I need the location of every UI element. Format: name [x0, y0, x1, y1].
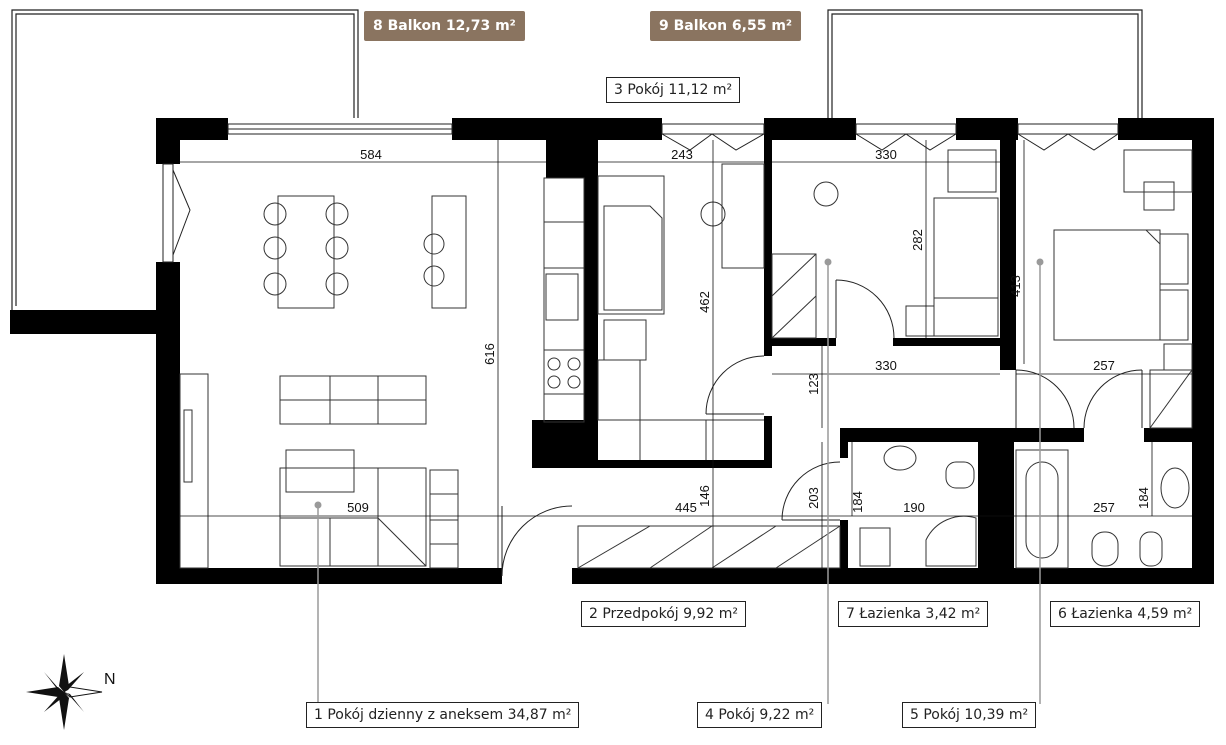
dim-413: 413 — [1008, 275, 1023, 297]
dim-203: 203 — [806, 487, 821, 509]
furniture — [179, 149, 1193, 569]
doors — [501, 279, 1143, 577]
compass-north-label: N — [104, 671, 116, 688]
dim-123: 123 — [806, 373, 821, 395]
dim-257-bottom: 257 — [1093, 500, 1115, 515]
dim-146: 146 — [697, 485, 712, 507]
room-1-label: 1 Pokój dzienny z aneksem 34,87 m² — [306, 702, 580, 728]
dim-616: 616 — [482, 343, 497, 365]
dim-584: 584 — [360, 147, 382, 162]
dim-330-mid: 330 — [875, 358, 897, 373]
dimension-labels: 584 243 330 330 257 509 445 190 257 616 … — [347, 147, 1151, 515]
room-6-label: 6 Łazienka 4,59 m² — [1050, 601, 1201, 627]
room-4-label: 4 Pokój 9,22 m² — [697, 702, 823, 728]
balcony-8-outline — [11, 9, 359, 310]
room-7-label: 7 Łazienka 3,42 m² — [838, 601, 989, 627]
leader-dots — [314, 258, 1044, 509]
dimension-lines — [180, 140, 1192, 568]
balcony-9-badge: 9 Balkon 6,55 m² — [650, 11, 802, 41]
room-5-label: 5 Pokój 10,39 m² — [902, 702, 1037, 728]
dim-509: 509 — [347, 500, 369, 515]
dim-184-left: 184 — [850, 491, 865, 513]
walls — [10, 118, 1214, 584]
dim-445: 445 — [675, 500, 697, 515]
dim-184-right: 184 — [1136, 487, 1151, 509]
dim-257-top: 257 — [1093, 358, 1115, 373]
dim-282: 282 — [910, 229, 925, 251]
dim-462: 462 — [697, 291, 712, 313]
room-3-label: 3 Pokój 11,12 m² — [606, 77, 741, 103]
dim-243: 243 — [671, 147, 693, 162]
windows — [162, 123, 1119, 263]
dim-330-top: 330 — [875, 147, 897, 162]
balcony-8-badge: 8 Balkon 12,73 m² — [364, 11, 525, 41]
room-2-label: 2 Przedpokój 9,92 m² — [581, 601, 746, 627]
leader-lines — [317, 262, 1041, 704]
compass-rose-icon — [26, 654, 103, 730]
dim-190: 190 — [903, 500, 925, 515]
balcony-9-outline — [827, 9, 1143, 118]
